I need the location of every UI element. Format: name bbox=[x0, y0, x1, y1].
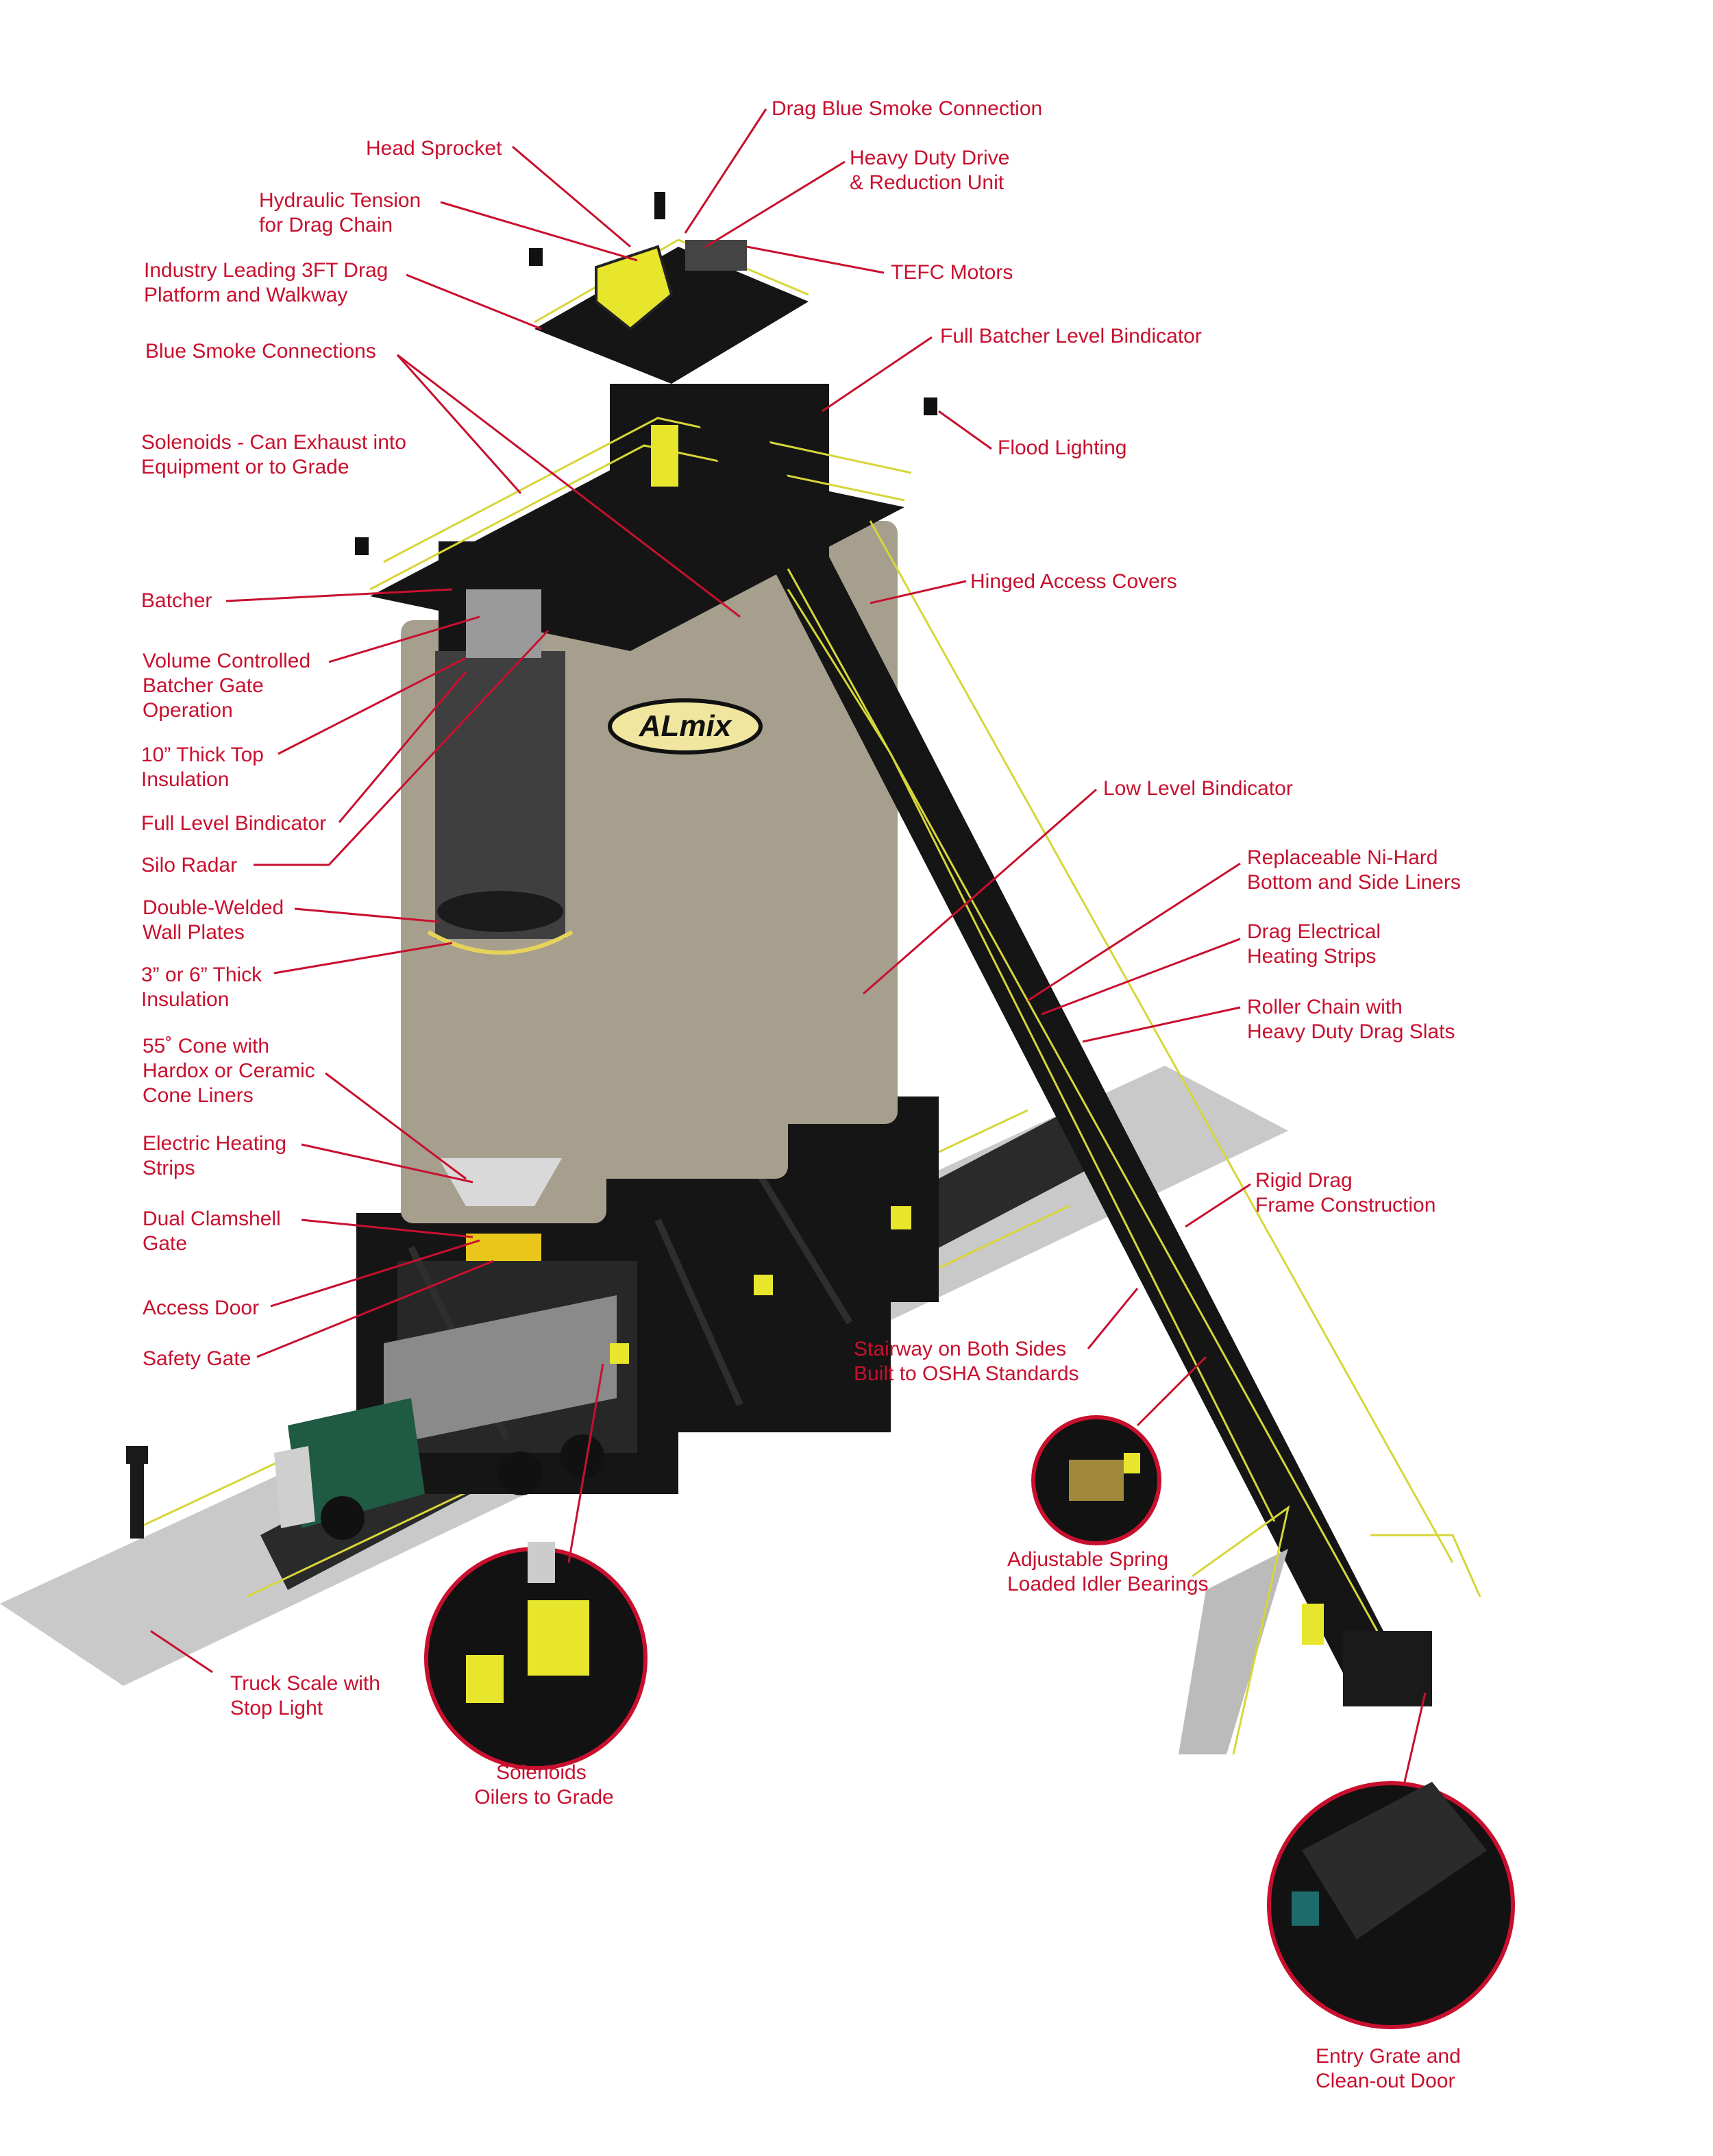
label-flood-lighting: Flood Lighting bbox=[998, 437, 1126, 459]
label-idler-bearings: Adjustable Spring Loaded Idler Bearings bbox=[1007, 1548, 1209, 1595]
label-electric-heating-strips: Electric Heating Strips bbox=[143, 1132, 292, 1179]
label-solenoids-exhaust: Solenoids - Can Exhaust into Equipment o… bbox=[141, 431, 412, 478]
label-drag-heating-strips: Drag Electrical Heating Strips bbox=[1247, 920, 1386, 968]
label-hinged-access-covers: Hinged Access Covers bbox=[970, 570, 1177, 593]
flood-light-top bbox=[529, 248, 543, 266]
label-blue-smoke-connections: Blue Smoke Connections bbox=[145, 340, 376, 363]
leader-lines bbox=[150, 108, 1427, 1783]
label-solenoids-oilers: Solenoids Oilers to Grade bbox=[474, 1761, 613, 1809]
label-access-door: Access Door bbox=[143, 1297, 259, 1319]
label-double-welded-wall: Double-Welded Wall Plates bbox=[143, 896, 290, 944]
label-top-insulation: 10” Thick Top Insulation bbox=[141, 744, 269, 791]
label-low-level-bindicator: Low Level Bindicator bbox=[1103, 777, 1293, 800]
label-drag-platform: Industry Leading 3FT Drag Platform and W… bbox=[144, 259, 394, 306]
head-sprocket-guard bbox=[595, 245, 674, 331]
label-entry-grate: Entry Grate and Clean-out Door bbox=[1316, 2045, 1466, 2092]
label-hydraulic-tension: Hydraulic Tension for Drag Chain bbox=[259, 189, 427, 236]
label-head-sprocket: Head Sprocket bbox=[366, 137, 502, 160]
label-heavy-duty-drive: Heavy Duty Drive & Reduction Unit bbox=[850, 147, 1015, 194]
almix-logo-text: ALmix bbox=[639, 709, 732, 743]
detail-circle-entry-grate bbox=[1267, 1781, 1515, 2029]
almix-logo: ALmix bbox=[608, 698, 763, 755]
label-batcher: Batcher bbox=[141, 589, 212, 612]
label-roller-chain: Roller Chain with Heavy Duty Drag Slats bbox=[1247, 996, 1455, 1043]
silo-cone bbox=[439, 1158, 562, 1206]
label-volume-controlled-gate: Volume Controlled Batcher Gate Operation bbox=[143, 650, 317, 722]
label-full-batcher-level-bindicator: Full Batcher Level Bindicator bbox=[940, 325, 1202, 347]
drag-stairs bbox=[1179, 1549, 1288, 1754]
flood-light-right bbox=[924, 397, 937, 415]
label-truck-scale: Truck Scale with Stop Light bbox=[230, 1672, 386, 1719]
detail-circle-solenoids bbox=[424, 1542, 648, 1770]
label-stairway: Stairway on Both Sides Built to OSHA Sta… bbox=[854, 1338, 1079, 1385]
batcher-hopper bbox=[466, 589, 541, 658]
detail-circle-idler bbox=[1031, 1415, 1161, 1545]
label-cone: 55˚ Cone with Hardox or Ceramic Cone Lin… bbox=[143, 1035, 321, 1107]
label-dual-clamshell-gate: Dual Clamshell Gate bbox=[143, 1208, 286, 1255]
stop-light bbox=[130, 1449, 144, 1539]
label-safety-gate: Safety Gate bbox=[143, 1347, 251, 1370]
drag-conveyor bbox=[692, 397, 1481, 1755]
label-wall-insulation: 3” or 6” Thick Insulation bbox=[141, 964, 268, 1011]
label-drag-blue-smoke-connection: Drag Blue Smoke Connection bbox=[772, 97, 1042, 120]
label-silo-radar: Silo Radar bbox=[141, 854, 237, 877]
drag-tail-box bbox=[1343, 1631, 1432, 1706]
callout-labels: Drag Blue Smoke Connection Head Sprocket… bbox=[141, 97, 1466, 2092]
flood-light-left bbox=[355, 537, 369, 555]
label-full-level-bindicator: Full Level Bindicator bbox=[141, 812, 326, 835]
label-rigid-drag-frame: Rigid Drag Frame Construction bbox=[1255, 1169, 1435, 1216]
clamshell-gate bbox=[466, 1234, 541, 1261]
label-tefc-motors: TEFC Motors bbox=[891, 261, 1013, 284]
plant-illustration: ALmix bbox=[0, 192, 1515, 2029]
label-replaceable-liners: Replaceable Ni-Hard Bottom and Side Line… bbox=[1247, 846, 1461, 894]
dump-truck bbox=[274, 1295, 617, 1540]
